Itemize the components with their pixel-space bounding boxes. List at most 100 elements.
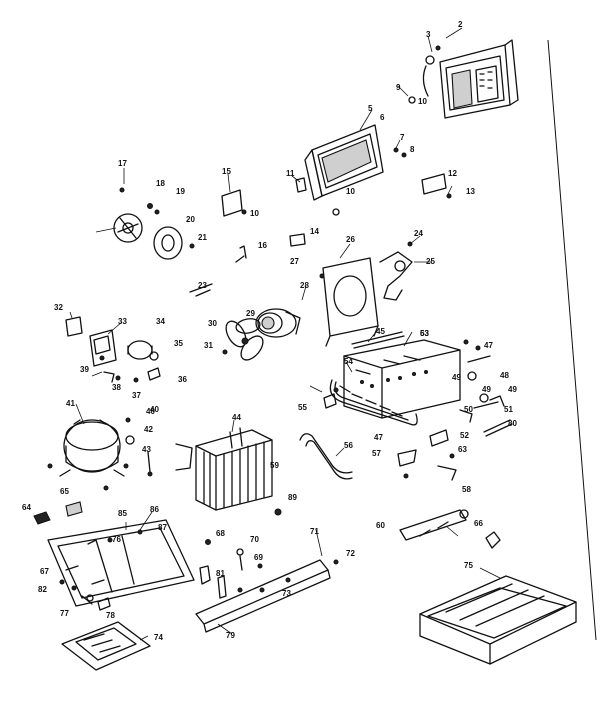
drain-fittings-mid <box>397 449 457 481</box>
callout-36: 36 <box>178 375 187 384</box>
callout-17: 17 <box>118 159 127 168</box>
drain-pan-right-fittings <box>429 339 513 447</box>
evaporator-coil <box>304 124 384 201</box>
callout-56: 56 <box>344 441 353 450</box>
callout-73: 73 <box>282 589 291 598</box>
defrost-heater-loop <box>329 379 418 426</box>
callout-75: 75 <box>464 561 473 570</box>
drain-hose <box>299 433 353 480</box>
callout-24: 24 <box>414 229 423 238</box>
drain-clip <box>323 387 339 409</box>
callout-70: 70 <box>250 535 259 544</box>
base-small-parts <box>33 501 111 611</box>
callout-64: 64 <box>22 503 31 512</box>
callout-53: 53 <box>420 329 429 338</box>
callout-49a: 49 <box>508 385 517 394</box>
condenser-coil <box>175 427 282 516</box>
callout-86: 86 <box>150 505 159 514</box>
callout-63: 63 <box>420 329 429 338</box>
callout-58: 58 <box>462 485 471 494</box>
callout-30: 30 <box>208 319 217 328</box>
overload-protector <box>127 340 153 360</box>
callout-12: 12 <box>448 169 457 178</box>
callout-41: 41 <box>66 399 75 408</box>
sheet-edge-line <box>547 39 597 641</box>
callout-85: 85 <box>118 509 127 518</box>
callout-82: 82 <box>38 585 47 594</box>
callout-21: 21 <box>198 233 207 242</box>
callout-43: 43 <box>142 445 151 454</box>
callout-59: 59 <box>270 461 279 470</box>
callout-66: 66 <box>474 519 483 528</box>
relay-clips <box>103 351 161 383</box>
callout-27: 27 <box>290 257 299 266</box>
callout-10b: 10 <box>346 187 355 196</box>
thermostat-knob <box>408 45 441 104</box>
mounting-bracket <box>221 189 306 263</box>
callout-layer <box>69 27 501 641</box>
callout-80: 80 <box>508 419 517 428</box>
defrost-parts <box>295 147 452 216</box>
callout-87: 87 <box>158 523 167 532</box>
callout-32: 32 <box>54 303 63 312</box>
callout-8: 8 <box>410 145 415 154</box>
callout-11: 11 <box>286 169 295 178</box>
callout-7: 7 <box>400 133 405 142</box>
callout-67: 67 <box>40 567 49 576</box>
callout-37: 37 <box>132 391 141 400</box>
callout-69: 69 <box>254 553 263 562</box>
rail-small-parts <box>199 539 339 599</box>
callout-89: 89 <box>288 493 297 502</box>
callout-77: 77 <box>60 609 69 618</box>
callout-15: 15 <box>222 167 231 176</box>
callout-25: 25 <box>426 257 435 266</box>
callout-14: 14 <box>310 227 319 236</box>
callout-72: 72 <box>346 549 355 558</box>
callout-3: 3 <box>426 30 431 39</box>
callout-57: 57 <box>372 449 381 458</box>
condenser-fan-motor <box>255 308 301 338</box>
callout-49b: 49 <box>452 373 461 382</box>
callout-78: 78 <box>106 611 115 620</box>
callout-28: 28 <box>300 281 309 290</box>
callout-18: 18 <box>156 179 165 188</box>
callout-42: 42 <box>144 425 153 434</box>
callout-74: 74 <box>154 633 163 642</box>
callout-9: 9 <box>396 83 401 92</box>
base-pan <box>419 575 577 665</box>
callout-33a: 33 <box>118 317 127 326</box>
callout-10a: 10 <box>418 97 427 106</box>
callout-44: 44 <box>232 413 241 422</box>
callout-29: 29 <box>246 309 255 318</box>
callout-76: 76 <box>112 535 121 544</box>
callout-38: 38 <box>112 383 121 392</box>
defrost-timer-bracket <box>399 509 501 549</box>
callout-20: 20 <box>186 215 195 224</box>
callout-40: 40 <box>146 407 155 416</box>
fan-motor-bracket-right <box>379 241 413 301</box>
callout-16: 16 <box>258 241 267 250</box>
callout-45: 45 <box>376 327 385 336</box>
fan-blade-assembly <box>113 187 160 243</box>
callout-50: 50 <box>464 405 473 414</box>
callout-6: 6 <box>380 113 385 122</box>
callout-26: 26 <box>346 235 355 244</box>
callout-63b: 63 <box>458 445 467 454</box>
support-rail <box>195 559 331 633</box>
fan-shroud-bracket <box>319 257 379 347</box>
heater-tube <box>351 331 405 349</box>
callout-71: 71 <box>310 527 319 536</box>
condenser-fan-blade <box>222 318 264 361</box>
callout-10c: 10 <box>250 209 259 218</box>
start-relay <box>89 329 117 367</box>
base-frame-rail <box>47 519 195 607</box>
callout-5: 5 <box>368 104 373 113</box>
callout-13: 13 <box>466 187 475 196</box>
control-panel-assembly <box>439 39 519 119</box>
callout-48: 48 <box>500 371 509 380</box>
callout-31: 31 <box>204 341 213 350</box>
callout-34: 34 <box>156 317 165 326</box>
callout-47b: 47 <box>374 433 383 442</box>
callout-49: 49 <box>482 385 491 394</box>
callout-52: 52 <box>460 431 469 440</box>
